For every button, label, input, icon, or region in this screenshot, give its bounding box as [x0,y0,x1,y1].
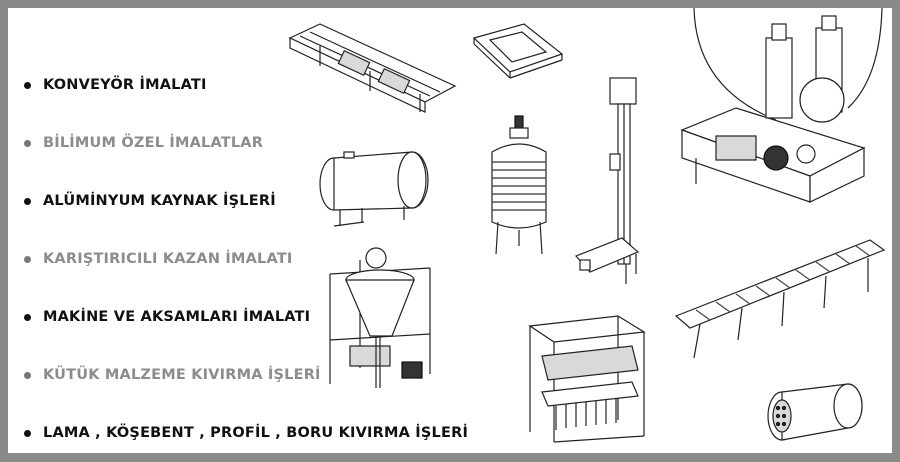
service-item-ozel-imalat[interactable]: BİLİMUM ÖZEL İMALATLAR [24,114,468,172]
tube-heat-exchanger-drawing [767,383,863,441]
service-list: KONVEYÖR İMALATI BİLİMUM ÖZEL İMALATLAR … [24,56,468,462]
bullet-icon [24,139,31,147]
service-label: ALÜMİNYUM KAYNAK İŞLERİ [43,193,276,209]
press-machine-drawing [528,315,646,443]
industrial-machine-drawing [680,8,883,203]
service-item-makine-aksam[interactable]: MAKİNE VE AKSAMLARI İMALATI [24,288,468,346]
service-item-kutuk-kivirma[interactable]: KÜTÜK MALZEME KIVIRMA İŞLERİ [24,346,468,404]
service-label: KARIŞTIRICILI KAZAN İMALATI [43,251,293,267]
bullet-icon [24,313,31,321]
service-label: KÜTÜK MALZEME KIVIRMA İŞLERİ [43,367,321,383]
mixer-tank-drawing [491,115,547,255]
hopper-silo-drawing [329,247,431,388]
showcase-panel: KONVEYÖR İMALATI BİLİMUM ÖZEL İMALATLAR … [8,8,892,453]
conveyor-drawing [288,23,457,113]
bullet-icon [24,197,31,205]
service-item-profil-kivirma[interactable]: LAMA , KÖŞEBENT , PROFİL , BORU KIVIRMA … [24,404,468,462]
service-label: KONVEYÖR İMALATI [43,77,207,93]
bullet-icon [24,255,31,263]
service-item-aluminyum-kaynak[interactable]: ALÜMİNYUM KAYNAK İŞLERİ [24,172,468,230]
horizontal-tank-drawing [319,151,429,227]
bullet-icon [24,371,31,379]
bucket-elevator-drawing [574,77,640,284]
aluminum-frame-drawing [472,23,564,79]
bullet-icon [24,81,31,89]
service-item-konveyor[interactable]: KONVEYÖR İMALATI [24,56,468,114]
service-label: LAMA , KÖŞEBENT , PROFİL , BORU KIVIRMA … [43,425,469,441]
bullet-icon [24,429,31,437]
service-label: MAKİNE VE AKSAMLARI İMALATI [43,309,311,325]
service-label: BİLİMUM ÖZEL İMALATLAR [43,135,264,151]
roller-conveyor-drawing [674,239,886,359]
service-item-kazan-imalati[interactable]: KARIŞTIRICILI KAZAN İMALATI [24,230,468,288]
